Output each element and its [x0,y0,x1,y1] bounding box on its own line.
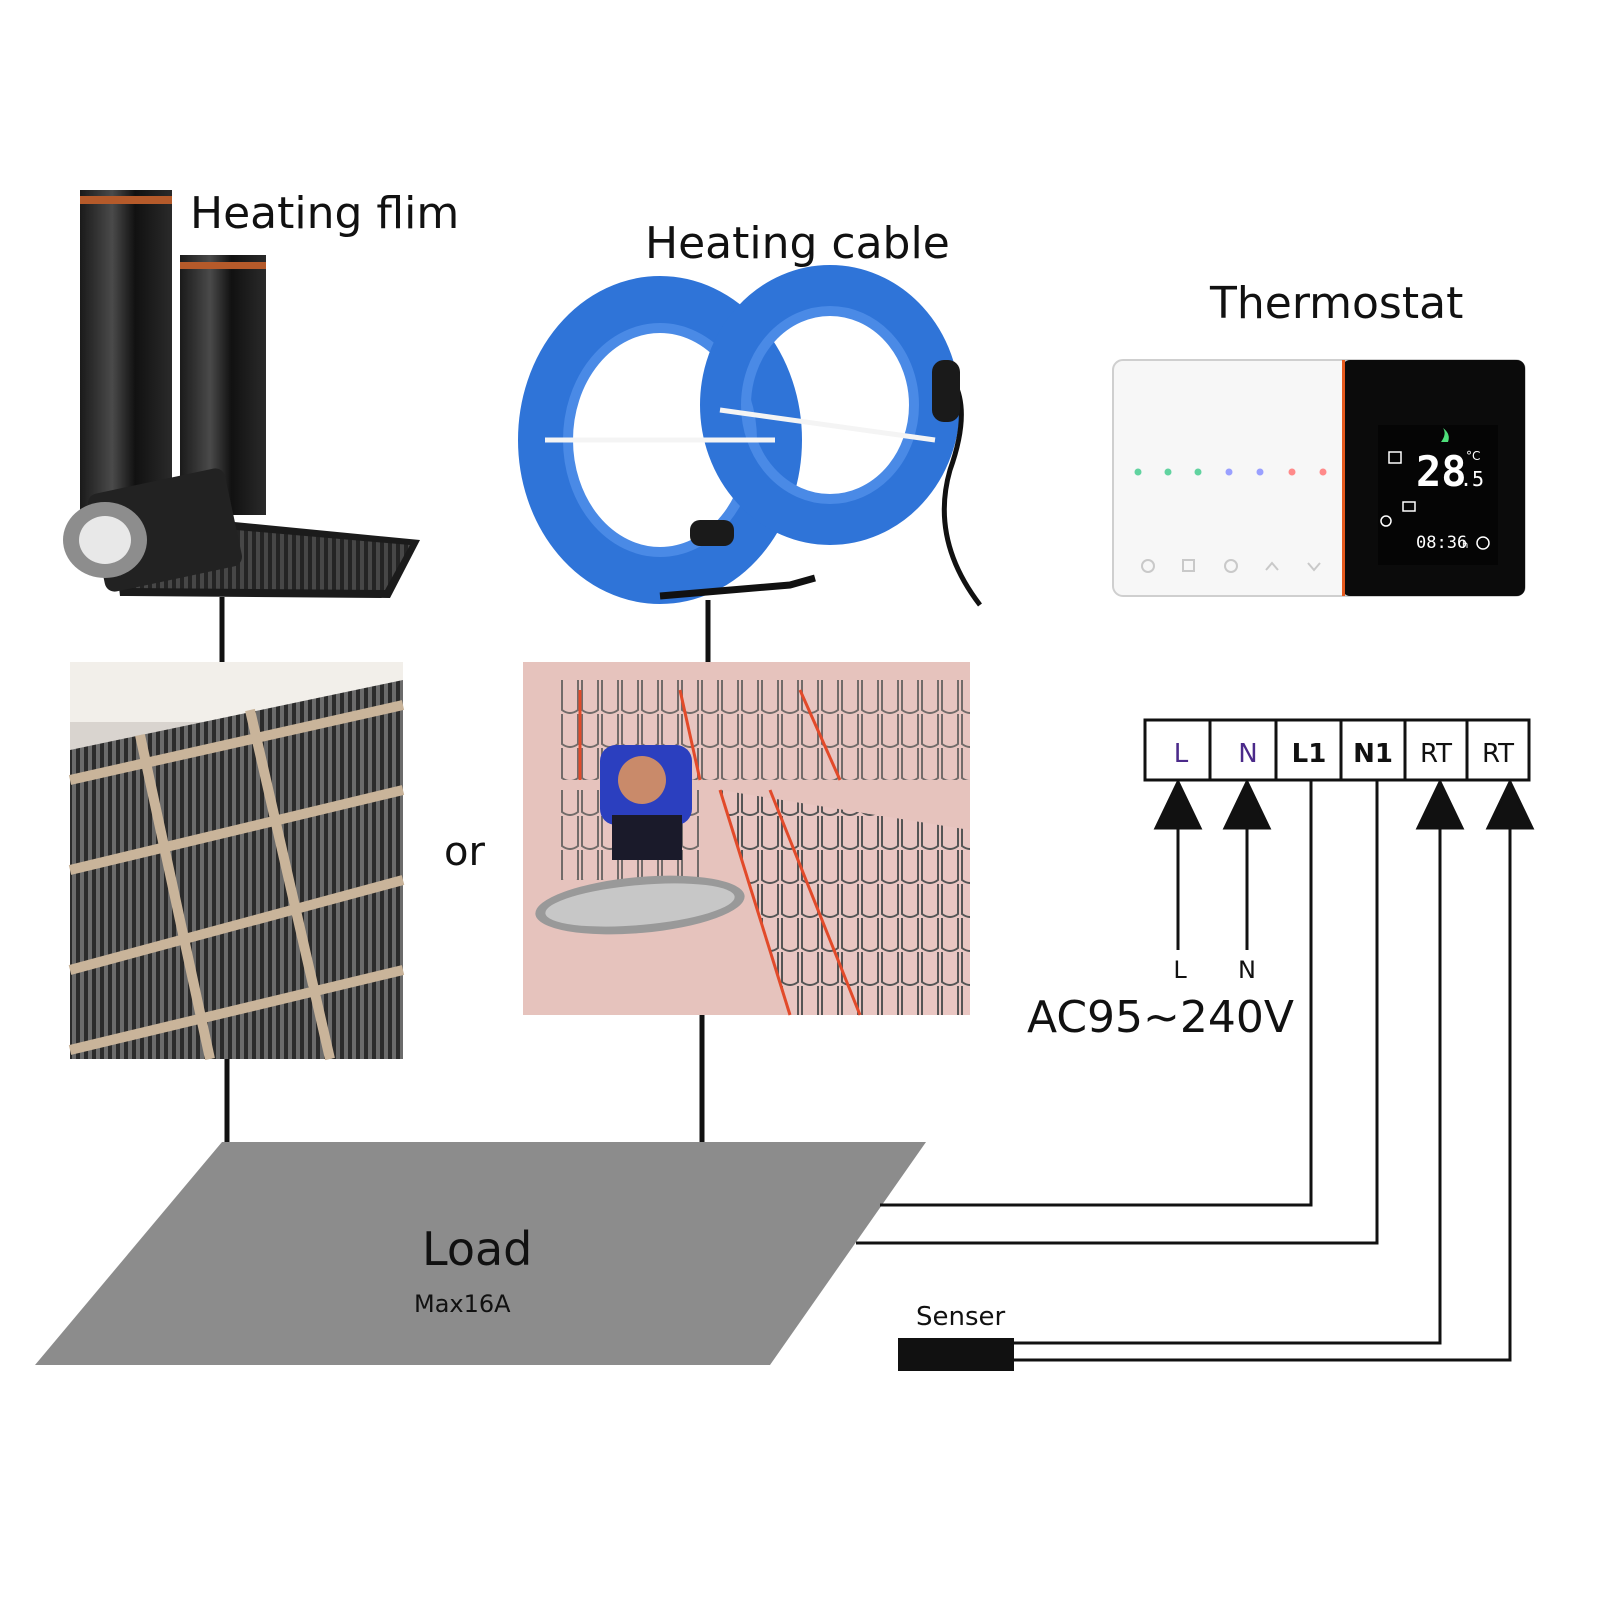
terminal-rt-2: RT [1482,739,1514,769]
info-icon [1380,515,1392,527]
terminal-l: L [1174,739,1189,769]
terminal-n1: N1 [1353,739,1393,769]
touch-indicator-lights [1134,468,1327,476]
voltage-label: AC95~240V [1027,992,1294,1043]
input-arrows [1153,778,1535,950]
battery-icon [1402,501,1416,512]
thermostat-device-image: 28 .5 °C 08:36 h [1112,359,1526,597]
terminal-block: L N L1 N1 RT RT [1143,718,1531,782]
input-l-label: L [1173,956,1187,984]
terminal-rt-1: RT [1420,739,1452,769]
sensor-label: Senser [916,1302,1006,1332]
clock-icon [1476,536,1490,550]
flame-icon [1441,428,1449,442]
heating-film-product-image [63,190,420,598]
thermostat-label: Thermostat [1209,278,1463,329]
connector-lines [219,597,711,1142]
load-label: Load [422,1222,532,1276]
heating-film-label: Heating flim [190,188,459,239]
thermostat-unit: °C [1466,449,1480,463]
thermostat-button-icons [1141,559,1321,573]
wiring-lines [856,780,1512,1362]
heating-cable-product-image [518,265,982,607]
terminal-n: N [1238,739,1257,769]
film-floor-installation-photo [68,662,405,1061]
or-label: or [444,829,485,875]
load-block [35,1142,926,1365]
input-n-label: N [1238,956,1256,984]
sensor-probe [898,1338,1014,1371]
cable-floor-installation-photo [523,662,970,1016]
thermostat-temperature: 28 [1416,447,1467,496]
thermostat-time-suffix: h [1462,540,1468,551]
terminal-l1: L1 [1292,739,1327,769]
home-icon [1388,451,1402,464]
thermostat-temperature-decimal: .5 [1460,467,1484,491]
thermostat-time: 08:36 [1416,533,1467,553]
heating-cable-label: Heating cable [645,218,950,269]
load-max-label: Max16A [414,1290,511,1318]
